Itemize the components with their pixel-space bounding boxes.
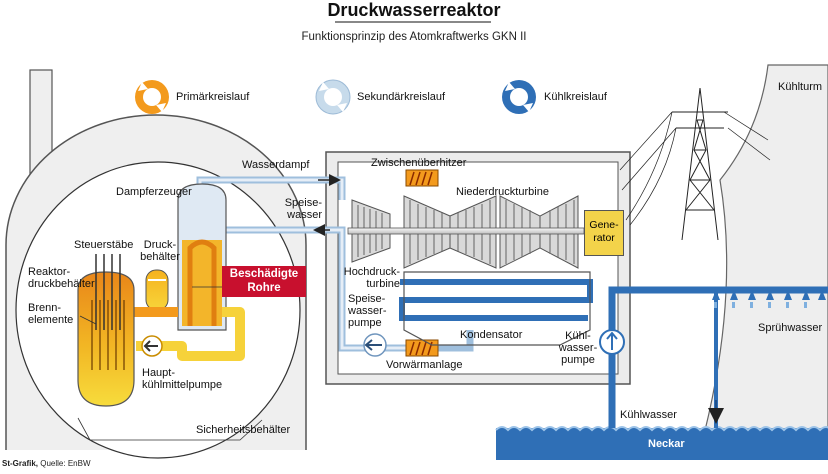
- cooling-tower: [699, 64, 828, 451]
- label-vorwaermanlage: Vorwärmanlage: [386, 359, 463, 371]
- damaged-pipes-badge: Beschädigte Rohre: [222, 266, 306, 297]
- control-rods: [95, 254, 121, 330]
- credit-source: Quelle: EnBW: [40, 459, 91, 468]
- label-zwischenueberhitzer: Zwischenüberhitzer: [371, 157, 467, 169]
- label-druckbehaelter: Druck- behälter: [140, 239, 180, 263]
- pump-arrow-left-icon-2: [143, 340, 158, 352]
- label-wasserdampf: Wasserdampf: [242, 159, 310, 171]
- legend-secondary-label: Sekundärkreislauf: [357, 91, 446, 103]
- label-hochdruckturbine: Hochdruck- turbine: [343, 266, 400, 290]
- primary-circuit-icon: [135, 80, 169, 114]
- label-kuehlturm: Kühlturm: [778, 81, 823, 93]
- steam-generator: [177, 183, 227, 331]
- label-brennelemente: Brenn- elemente: [28, 302, 74, 326]
- reactor-pressure-vessel: [77, 271, 135, 407]
- label-speisewasser: Speise- wasser: [284, 197, 322, 221]
- label-steuerstaebe: Steuerstäbe: [74, 239, 134, 251]
- label-kuehlwasser: Kühlwasser: [620, 409, 677, 421]
- label-kondensator: Kondensator: [460, 329, 523, 341]
- label-reaktordruckbehaelter: Reaktor- druckbehälter: [28, 266, 95, 290]
- label-kuehlwasserpumpe: Kühl- wasser- pumpe: [558, 330, 598, 366]
- label-hauptkuehlmittelpumpe: Haupt- kühlmittelpumpe: [142, 367, 223, 391]
- power-pylon: [619, 87, 771, 241]
- pump-arrow-up-icon: [606, 331, 618, 350]
- river: [496, 428, 828, 460]
- damaged-pipes-label: Beschädigte Rohre: [229, 268, 299, 294]
- reheater-coil: [405, 169, 439, 187]
- pressurizer: [145, 269, 169, 311]
- river-waves: [495, 426, 828, 432]
- label-dampferzeuger: Dampferzeuger: [116, 186, 192, 198]
- label-speisewasserpumpe: Speise- wasser- pumpe: [348, 293, 387, 329]
- leader-lines: [77, 286, 263, 441]
- page-subtitle: Funktionsprinzip des Atomkraftwerks GKN …: [301, 31, 527, 43]
- pump-arrow-left-icon: [364, 339, 382, 351]
- preheater-coil: [405, 339, 439, 357]
- spray-nozzles: [712, 290, 826, 300]
- turbine-shaft: [347, 227, 585, 235]
- secondary-circuit-icon: [315, 79, 351, 115]
- source-credit: St-Grafik, Quelle: EnBW: [2, 459, 91, 468]
- legend-primary-label: Primärkreislauf: [176, 91, 250, 103]
- label-niederdruckturbine: Niederdruckturbine: [456, 186, 549, 198]
- primary-circuit-pipes: [128, 307, 245, 361]
- legend-cooling-label: Kühlkreislauf: [544, 91, 607, 103]
- generator-label: Gene- rator: [589, 219, 619, 244]
- cooling-circuit-icon: [502, 80, 536, 114]
- label-neckar: Neckar: [648, 438, 685, 450]
- label-spruehwasser: Sprühwasser: [758, 322, 823, 334]
- generator: Gene- rator: [584, 210, 624, 256]
- condenser: [403, 271, 591, 346]
- spray-drops: [714, 302, 807, 308]
- label-sicherheitsbehaelter: Sicherheitsbehälter: [196, 424, 291, 436]
- page-title: Druckwasserreaktor: [327, 0, 501, 20]
- credit-agency: St-Grafik,: [2, 459, 39, 468]
